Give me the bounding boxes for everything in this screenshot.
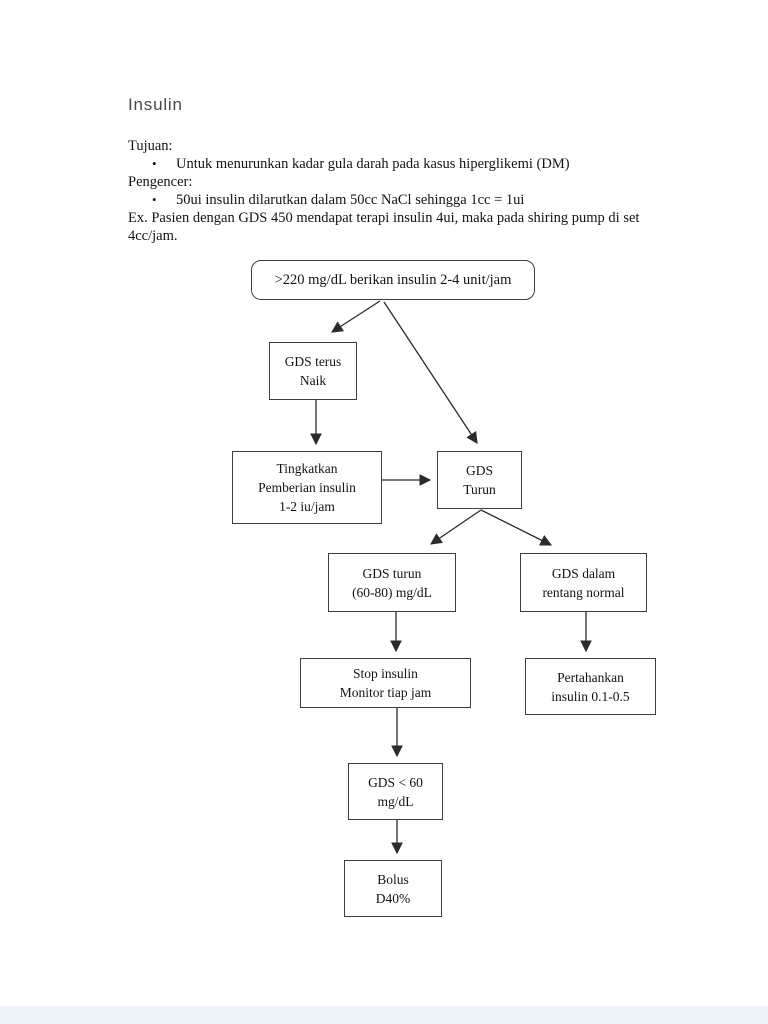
example-text: Ex. Pasien dengan GDS 450 mendapat terap…	[128, 210, 640, 244]
flow-node-pertahankan-insulin: Pertahankan insulin 0.1-0.5	[525, 658, 656, 715]
flow-node-stop-insulin: Stop insulin Monitor tiap jam	[300, 658, 471, 708]
flow-node-label: Bolus	[377, 871, 409, 887]
footer-strip	[0, 1006, 768, 1024]
flow-node-gds-below-60: GDS < 60 mg/dL	[348, 763, 443, 820]
bullet-icon: •	[152, 156, 157, 171]
flow-node-label: Tingkatkan	[276, 461, 338, 476]
bullet-icon: •	[152, 192, 157, 207]
flow-node-label: (60-80) mg/dL	[352, 584, 432, 600]
arrow-gds-turun-to-normal	[480, 509, 553, 546]
intro-text-block: Tujuan: • Untuk menurunkan kadar gula da…	[128, 137, 671, 245]
arrow-gds-turun-to-turun-range	[430, 509, 482, 545]
flow-node-tingkatkan-insulin: Tingkatkan Pemberian insulin 1-2 iu/jam	[232, 451, 382, 524]
flow-node-label: 1-2 iu/jam	[279, 499, 335, 514]
flow-node-label: Naik	[299, 373, 327, 388]
flow-node-gds-normal: GDS dalam rentang normal	[520, 553, 647, 612]
flow-node-start: >220 mg/dL berikan insulin 2-4 unit/jam	[251, 260, 535, 300]
flow-node-label: >220 mg/dL berikan insulin 2-4 unit/jam	[274, 271, 512, 288]
flow-node-label: Monitor tiap jam	[339, 685, 432, 700]
arrow-start-to-gds-turun	[383, 301, 478, 444]
flow-node-label: mg/dL	[377, 793, 414, 809]
flow-node-label: Turun	[463, 482, 496, 497]
flow-node-label: GDS dalam	[551, 565, 616, 581]
flow-node-label: GDS	[465, 463, 493, 478]
flow-node-gds-terus-naik: GDS terus Naik	[269, 342, 357, 400]
flow-node-label: insulin 0.1-0.5	[551, 688, 630, 704]
flow-node-label: GDS terus	[284, 354, 342, 369]
tujuan-bullet-item: • Untuk menurunkan kadar gula darah pada…	[128, 155, 671, 173]
flow-node-label: D40%	[375, 890, 411, 906]
tujuan-label: Tujuan:	[128, 138, 173, 154]
flow-node-bolus-d40: Bolus D40%	[344, 860, 442, 917]
flow-node-label: Pertahankan	[557, 669, 624, 685]
flow-node-label: GDS turun	[362, 565, 422, 581]
flow-node-label: rentang normal	[542, 584, 625, 600]
flow-node-label: GDS < 60	[368, 774, 423, 790]
pengencer-bullet-text: 50ui insulin dilarutkan dalam 50cc NaCl …	[176, 192, 525, 208]
pengencer-bullet-item: • 50ui insulin dilarutkan dalam 50cc NaC…	[128, 191, 671, 209]
flow-node-label: Stop insulin	[353, 666, 418, 681]
flow-node-gds-turun-range: GDS turun (60-80) mg/dL	[328, 553, 456, 612]
page-title: Insulin	[128, 95, 183, 114]
arrow-start-to-terus-naik	[331, 300, 381, 333]
tujuan-bullet-text: Untuk menurunkan kadar gula darah pada k…	[176, 156, 570, 172]
flow-node-label: Pemberian insulin	[258, 480, 356, 495]
flow-node-gds-turun: GDS Turun	[437, 451, 522, 509]
pengencer-label: Pengencer:	[128, 174, 193, 190]
